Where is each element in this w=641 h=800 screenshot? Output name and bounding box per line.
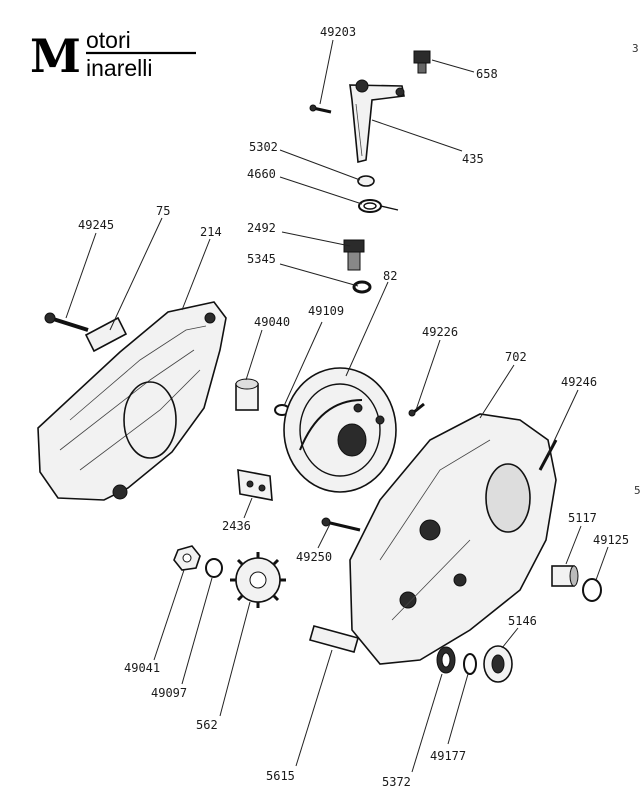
plate-2436 [237, 469, 273, 501]
label-49245: 49245 [78, 218, 114, 232]
label-49203: 49203 [320, 25, 356, 39]
label-82: 82 [383, 269, 397, 283]
label-214: 214 [200, 225, 222, 239]
label-5146: 5146 [508, 614, 537, 628]
motori-minarelli-logo: M otori inarelli [30, 27, 198, 83]
screw-49203 [309, 104, 332, 114]
edge-mark-top: 3 [632, 42, 639, 55]
label-49109: 49109 [308, 304, 344, 318]
label-49041: 49041 [124, 661, 160, 675]
stud-49246 [538, 439, 558, 471]
bolt-49245 [44, 312, 89, 332]
label-702: 702 [505, 350, 527, 364]
plug-2492 [343, 239, 365, 271]
washer-5302 [357, 175, 375, 187]
clutch-assembly-82 [283, 367, 397, 493]
label-49177: 49177 [430, 749, 466, 763]
gasket-75 [84, 316, 128, 353]
pin-5615 [309, 625, 359, 653]
label-2492: 2492 [247, 221, 276, 235]
spring-4660 [358, 199, 399, 213]
label-435: 435 [462, 152, 484, 166]
bolt-49250 [321, 517, 361, 532]
sprocket-562 [230, 552, 286, 608]
washer-49177 [463, 653, 477, 675]
part-number-labels: 49203 658 435 5302 4660 75 49245 214 249… [78, 25, 629, 789]
label-49040: 49040 [254, 315, 290, 329]
bearing-5146 [483, 645, 513, 683]
logo-word-inarelli: inarelli [86, 55, 152, 81]
label-5372: 5372 [382, 775, 411, 789]
label-658: 658 [476, 67, 498, 81]
label-49246: 49246 [561, 375, 597, 389]
label-49250: 49250 [296, 550, 332, 564]
seal-ring-5345 [352, 280, 372, 294]
edge-mark-right: 5 [634, 484, 641, 497]
logo-word-otori: otori [86, 27, 131, 53]
label-49097: 49097 [151, 686, 187, 700]
label-2436: 2436 [222, 519, 251, 533]
label-75: 75 [156, 204, 170, 218]
logo-initial-m: M [30, 29, 81, 83]
screw-658 [413, 50, 431, 74]
selector-shaft-435 [349, 79, 405, 164]
label-5345: 5345 [247, 252, 276, 266]
label-562: 562 [196, 718, 218, 732]
label-5615: 5615 [266, 769, 295, 783]
leader-lines [65, 39, 609, 773]
label-49226: 49226 [422, 325, 458, 339]
bush-5117 [551, 565, 579, 587]
label-5302: 5302 [249, 140, 278, 154]
label-4660: 4660 [247, 167, 276, 181]
label-5117: 5117 [568, 511, 597, 525]
bearing-5372 [436, 646, 456, 674]
washer-49097 [205, 558, 223, 578]
crankcase-cover-214 [37, 301, 227, 501]
spacer-49040 [235, 378, 259, 411]
label-49125: 49125 [593, 533, 629, 547]
nut-49041 [173, 545, 201, 571]
washer-49125 [582, 578, 602, 602]
crankcase-half-702 [349, 413, 557, 665]
screw-49226 [408, 402, 425, 417]
